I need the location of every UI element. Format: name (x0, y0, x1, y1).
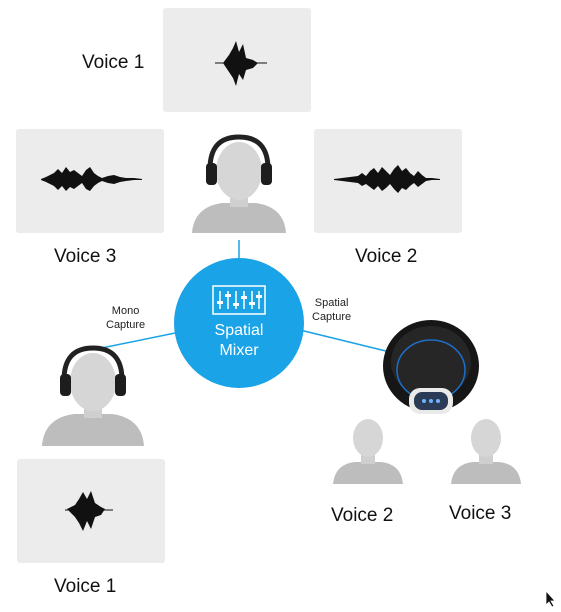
mouse-cursor-icon (545, 590, 556, 608)
left-voice3-waveform-panel (16, 129, 164, 233)
speaker-mannequin-voice2 (331, 418, 405, 491)
mono-capture-line2: Capture (106, 319, 146, 331)
mono-capture-label: Mono Capture (106, 304, 145, 332)
listener-with-headphones (188, 133, 290, 248)
spatial-capture-line1: Spatial (314, 297, 349, 309)
spatial-capture-label: Spatial Capture (312, 296, 351, 324)
mixer-title-line2: Mixer (219, 342, 259, 359)
spatial-mixer: Spatial Mixer (174, 258, 304, 388)
mono-capture-line1: Mono (111, 305, 140, 317)
headphones-icon (206, 134, 272, 185)
spatial-capture-line (299, 329, 391, 353)
left-voice3-label: Voice 3 (54, 246, 117, 267)
top-voice1-label: Voice 1 (82, 52, 145, 73)
spatial-capture-line2: Capture (312, 311, 352, 323)
mannequin-icon (333, 419, 403, 484)
speaker-voice2-label: Voice 2 (331, 505, 394, 526)
speech-waveform-icon (334, 165, 440, 193)
speech-waveform-icon (215, 41, 267, 86)
headphones-icon (60, 345, 126, 396)
speakerphone-device-icon (383, 320, 479, 414)
top-voice1-waveform-panel (163, 8, 311, 112)
mono-capture-line (91, 331, 181, 351)
speakerphone-device (381, 318, 481, 427)
mono-listener-with-headphones (40, 342, 146, 455)
speech-waveform-icon (65, 491, 113, 531)
mannequin-icon (192, 134, 286, 233)
speaker-mannequin-voice3 (449, 418, 523, 491)
mixer-title-line1: Spatial (214, 322, 264, 339)
mannequin-icon (42, 345, 144, 446)
bottom-voice1-label: Voice 1 (54, 576, 117, 597)
mannequin-icon (451, 419, 521, 484)
mixer-sliders-icon (212, 285, 266, 315)
right-voice2-waveform-panel (314, 129, 462, 233)
speaker-voice3-label: Voice 3 (449, 503, 512, 524)
right-voice2-label: Voice 2 (355, 246, 418, 267)
bottom-voice1-waveform-panel (17, 459, 165, 563)
speech-waveform-icon (41, 167, 142, 191)
